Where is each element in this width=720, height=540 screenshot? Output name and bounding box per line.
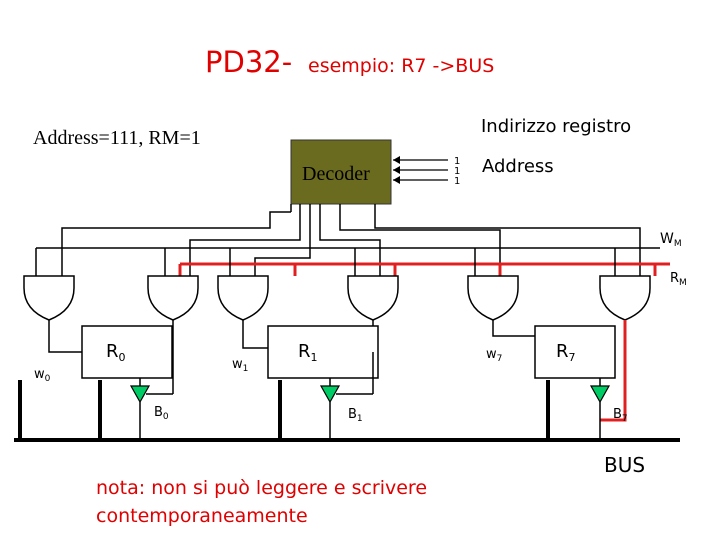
buffer-b0 (129, 385, 151, 404)
wm-taps (35, 248, 616, 276)
buffer-b1 (319, 385, 341, 404)
note-line-1: nota: non si può leggere e scrivere (96, 477, 427, 499)
title-sub: esempio: R7 ->BUS (308, 55, 494, 77)
gate-read-7 (599, 275, 651, 321)
register-r7-label: R7 (556, 341, 576, 364)
title-main: PD32- (205, 45, 292, 79)
addr-bit-2: 1 (454, 156, 460, 167)
register-buffer-wires (139, 378, 601, 438)
decoder-label: Decoder (302, 163, 370, 185)
decoder-input-arrows (393, 159, 448, 181)
bus-taps (18, 380, 550, 440)
register-r1-label: R1 (298, 341, 318, 364)
addr-bit-1: 1 (454, 166, 460, 177)
b7-label: B7 (613, 407, 628, 424)
address-label: Address (482, 156, 554, 177)
gate-write-1 (217, 275, 269, 321)
rm-taps (178, 264, 657, 276)
buffer-b7 (589, 385, 611, 404)
indirizzo-registro-label: Indirizzo registro (481, 116, 631, 137)
wm-label: WM (660, 231, 682, 249)
w1-label: w1 (232, 357, 248, 374)
decoder-box (290, 139, 392, 205)
gate-write-7 (467, 275, 519, 321)
gate-read-1 (347, 275, 399, 321)
w0-label: w0 (34, 367, 51, 384)
b0-label: B0 (154, 405, 169, 422)
note-line-2: contemporaneamente (96, 505, 308, 527)
w7-label: w7 (486, 347, 502, 364)
register-boxes (81, 325, 616, 379)
register-r1 (267, 325, 379, 379)
register-r7 (534, 325, 616, 379)
tristate-buffers (129, 385, 611, 404)
address-info: Address=111, RM=1 (33, 127, 201, 149)
rm-label: RM (670, 271, 687, 288)
arrowheads (393, 156, 400, 184)
decoder-output-wires (61, 204, 641, 276)
bus-label: BUS (604, 453, 645, 477)
register-r0-label: R0 (106, 341, 126, 364)
gate-read-0 (147, 275, 199, 321)
addr-bit-0: 1 (454, 176, 460, 187)
gate-write-0 (23, 275, 75, 321)
register-r0 (81, 325, 173, 379)
b1-label: B1 (348, 407, 363, 424)
buffer-enables (146, 352, 374, 395)
rm-read7-line (600, 320, 627, 422)
and-gates (23, 275, 651, 321)
